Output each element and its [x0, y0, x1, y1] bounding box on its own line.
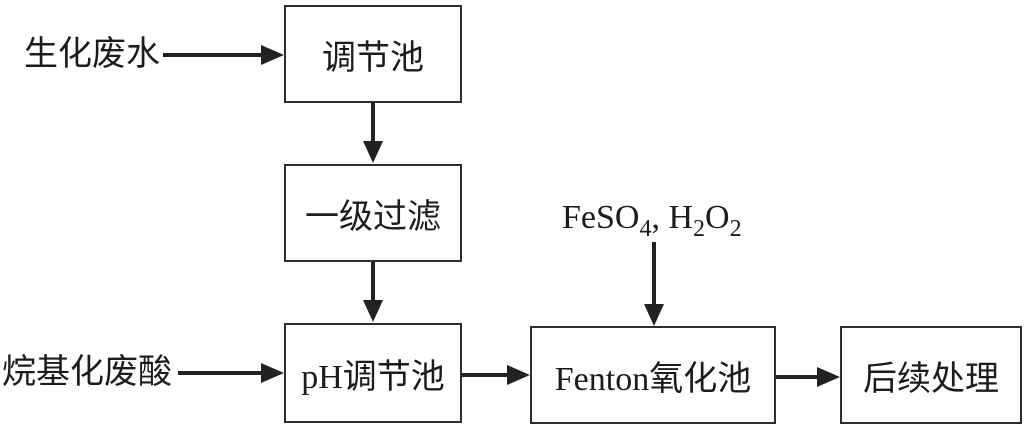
arrow-regulation-to-filter-shaft	[371, 103, 375, 143]
arrow-biochem-to-regulation-shaft	[163, 53, 263, 57]
label-feso4-h2o2: FeSO4, H2O2	[562, 198, 742, 241]
node-fenton-oxidation-tank-label: Fenton氧化池	[554, 360, 752, 398]
arrow-fenton-to-next-head-icon	[817, 367, 840, 387]
node-primary-filtration-label: 一级过滤	[305, 198, 441, 236]
node-regulation-tank: 调节池	[284, 5, 462, 103]
reagent-sub-2a: 2	[693, 215, 706, 242]
arrow-acid-to-ph-shaft	[178, 371, 263, 375]
arrow-filter-to-ph-shaft	[371, 262, 375, 302]
arrow-filter-to-ph-head-icon	[363, 300, 383, 322]
arrow-ph-to-fenton-shaft	[462, 373, 509, 377]
arrow-reagent-to-fenton-head-icon	[644, 304, 664, 326]
arrow-reagent-to-fenton-shaft	[652, 242, 656, 306]
arrow-ph-to-fenton-head-icon	[507, 365, 530, 385]
reagent-o-text: O	[705, 199, 730, 236]
node-ph-adjustment-tank-label: pH调节池	[301, 358, 445, 396]
node-regulation-tank-label: 调节池	[322, 39, 424, 77]
node-primary-filtration: 一级过滤	[284, 164, 462, 262]
node-fenton-oxidation-tank: Fenton氧化池	[530, 326, 776, 424]
arrow-regulation-to-filter-head-icon	[363, 141, 383, 163]
reagent-sub-2b: 2	[729, 215, 742, 242]
reagent-sub-4: 4	[639, 215, 652, 242]
reagent-feso-text: FeSO	[562, 199, 640, 236]
node-subsequent-treatment: 后续处理	[840, 326, 1022, 424]
node-subsequent-treatment-label: 后续处理	[863, 360, 999, 398]
node-ph-adjustment-tank: pH调节池	[284, 323, 462, 423]
label-biochemical-wastewater: 生化废水	[24, 36, 160, 73]
arrow-biochem-to-regulation-head-icon	[261, 45, 284, 65]
arrow-acid-to-ph-head-icon	[261, 363, 284, 383]
label-alkylation-waste-acid: 烷基化废酸	[2, 354, 172, 391]
reagent-comma-h: , H	[651, 199, 694, 236]
arrow-fenton-to-next-shaft	[776, 375, 819, 379]
